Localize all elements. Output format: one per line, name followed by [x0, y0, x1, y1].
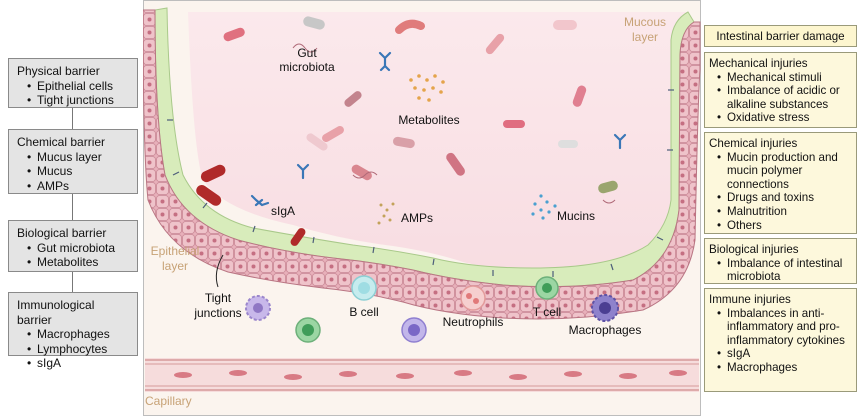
- chemical-barrier-box: Chemical barrier Mucus layer Mucus AMPs: [8, 129, 138, 194]
- mechanical-injuries-box: Mechanical injuries Mechanical stimuli I…: [704, 52, 857, 128]
- physical-barrier-box: Physical barrier Epithelial cells Tight …: [8, 58, 138, 108]
- siga-label: sIgA: [271, 204, 295, 218]
- immune-injuries-box: Immune injuries Imbalances in anti-infla…: [704, 288, 857, 392]
- immune-injuries-title: Immune injuries: [709, 293, 791, 306]
- amps-dots: [377, 202, 395, 225]
- capillary-label: Capillary: [145, 394, 192, 408]
- immune-cells: [245, 275, 619, 343]
- tight-junction-marks: [167, 89, 674, 277]
- chemical-injuries-item: Malnutrition: [717, 205, 852, 219]
- mechanical-injuries-title: Mechanical injuries: [709, 57, 808, 70]
- mucous-layer-label-2: layer: [632, 30, 658, 44]
- b-cell-label: B cell: [349, 305, 378, 319]
- immune-injuries-item: Imbalances in anti-inflammatory and pro-…: [717, 307, 852, 348]
- biological-barrier-item: Metabolites: [27, 255, 131, 270]
- mechanical-injuries-item: Imbalance of acidic or alkaline substanc…: [717, 84, 852, 111]
- tight-junctions-label-1: Tight: [205, 291, 232, 305]
- macrophages-label: Macrophages: [569, 323, 642, 337]
- chemical-barrier-item: AMPs: [27, 179, 131, 194]
- neutrophil: [460, 285, 486, 311]
- immunological-barrier-item: sIgA: [27, 356, 131, 371]
- epithelial-layer-label-2: layer: [162, 259, 188, 273]
- barrier-damage-title: Intestinal barrier damage: [716, 30, 845, 43]
- epithelial-layer-label-1: Epithelial: [151, 244, 200, 258]
- red-blood-cells: [174, 370, 687, 380]
- gut-microbiota-label-1: Gut: [297, 46, 317, 60]
- tight-junction-pointer: [215, 254, 224, 288]
- biological-barrier-title: Biological barrier: [17, 226, 107, 240]
- epithelial-layer: [143, 9, 701, 320]
- gut-microbiota-label-2: microbiota: [279, 60, 335, 74]
- chemical-injuries-title: Chemical injuries: [709, 137, 798, 150]
- immunological-barrier-title: Immunological barrier: [17, 298, 95, 327]
- intestinal-barrier-illustration: Gut microbiota Metabolites Mucous layer …: [143, 0, 701, 416]
- bacteria-cluster: [196, 16, 618, 246]
- mechanical-injuries-item: Oxidative stress: [717, 111, 852, 125]
- neutrophils-label: Neutrophils: [443, 315, 504, 329]
- physical-barrier-item: Tight junctions: [27, 93, 131, 108]
- left-connector-line: [72, 108, 73, 294]
- chemical-barrier-item: Mucus: [27, 164, 131, 179]
- t-cell-label: T cell: [533, 305, 561, 319]
- physical-barrier-item: Epithelial cells: [27, 79, 131, 94]
- scene-labels: Gut microbiota Metabolites Mucous layer …: [145, 15, 666, 408]
- chemical-injuries-box: Chemical injuries Mucin production and m…: [704, 132, 857, 234]
- biological-barrier-box: Biological barrier Gut microbiota Metabo…: [8, 220, 138, 272]
- mucous-layer-label-1: Mucous: [624, 15, 666, 29]
- chemical-barrier-item: Mucus layer: [27, 150, 131, 165]
- tight-junctions-label-2: junctions: [193, 306, 241, 320]
- capillary-band: [145, 358, 699, 392]
- chemical-injuries-item: Others: [717, 219, 852, 233]
- biological-injuries-item: Imbalance of intestinal microbiota: [717, 257, 852, 284]
- barrier-damage-header: Intestinal barrier damage: [704, 25, 857, 47]
- immune-injuries-item: sIgA: [717, 347, 852, 361]
- chemical-barrier-title: Chemical barrier: [17, 135, 106, 149]
- mechanical-injuries-item: Mechanical stimuli: [717, 71, 852, 85]
- immunological-barrier-item: Macrophages: [27, 327, 131, 342]
- immunological-barrier-item: Lymphocytes: [27, 342, 131, 357]
- chemical-injuries-item: Mucin production and mucin polymer conne…: [717, 151, 852, 192]
- biological-injuries-title: Biological injuries: [709, 243, 799, 256]
- amps-label: AMPs: [401, 211, 433, 225]
- chemical-injuries-item: Drugs and toxins: [717, 191, 852, 205]
- immunological-barrier-box: Immunological barrier Macrophages Lympho…: [8, 292, 138, 370]
- siga-antibodies: [250, 51, 627, 207]
- biological-barrier-item: Gut microbiota: [27, 241, 131, 256]
- mucins-dots: [531, 194, 557, 220]
- physical-barrier-title: Physical barrier: [17, 64, 100, 78]
- immune-injuries-item: Macrophages: [717, 361, 852, 375]
- mucins-label: Mucins: [557, 209, 595, 223]
- metabolites-label: Metabolites: [398, 113, 459, 127]
- biological-injuries-box: Biological injuries Imbalance of intesti…: [704, 238, 857, 284]
- metabolites-dots: [409, 74, 445, 102]
